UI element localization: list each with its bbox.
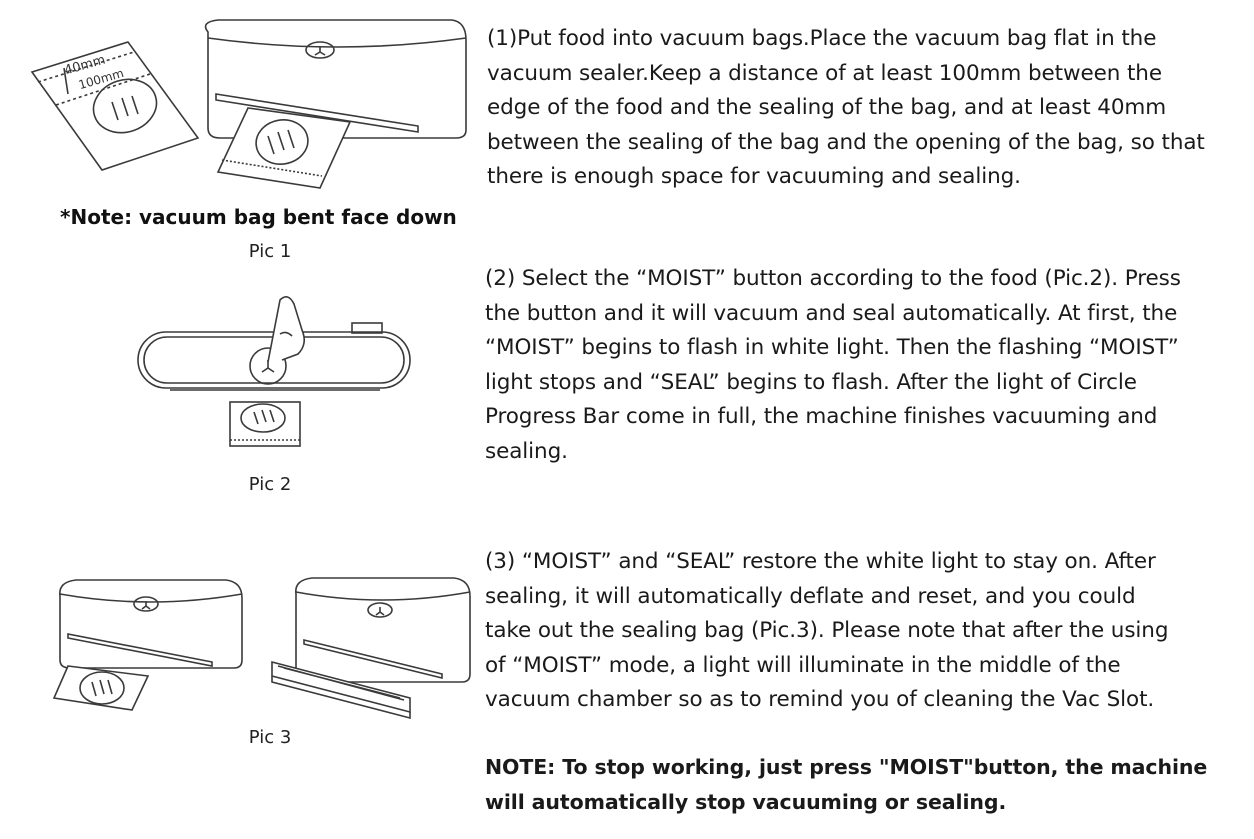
step-2-text: (2) Select the “MOIST” button according …	[485, 266, 1181, 464]
pic3-bag	[52, 665, 150, 711]
pic3-food	[79, 671, 125, 705]
pic3-drawing	[52, 577, 471, 720]
pic3-caption: Pic 3	[248, 727, 292, 748]
pic2-sealer-latch	[351, 322, 383, 334]
pic2-finger	[267, 296, 306, 363]
pic1-seal-line	[37, 51, 135, 83]
pic1-caption: Pic 1	[248, 241, 292, 262]
pic1-sealer-button	[305, 41, 335, 59]
pic1-dimension-marker	[63, 67, 69, 95]
pic2-control-dial	[249, 347, 287, 385]
pic3-illustration	[50, 570, 480, 720]
pic2-bag	[229, 401, 301, 447]
final-note: NOTE: To stop working, just press "MOIST…	[485, 755, 1208, 814]
pic1-sealer-slot	[215, 93, 419, 133]
pic3-sealer-left	[59, 579, 243, 669]
pic1-bag-sheet	[30, 41, 200, 171]
pic1-note: *Note: vacuum bag bent face down	[60, 205, 457, 229]
pic2-caption: Pic 2	[248, 474, 292, 495]
pic2-drawing	[137, 296, 411, 447]
step-1-text: (1)Put food into vacuum bags.Place the v…	[487, 26, 1205, 190]
pic1-food-right	[255, 119, 309, 165]
step-3-text: (3) “MOIST” and “SEAL” restore the white…	[485, 549, 1169, 713]
pic1-drawing	[30, 19, 467, 189]
pic1-illustration: 40mm 100mm	[20, 10, 480, 200]
pic2-food	[240, 403, 286, 433]
pic3-sealer-right	[295, 577, 471, 683]
pic2-illustration	[130, 290, 420, 455]
pic1-food-left	[92, 78, 158, 134]
pic1-sealer-body	[204, 19, 467, 139]
